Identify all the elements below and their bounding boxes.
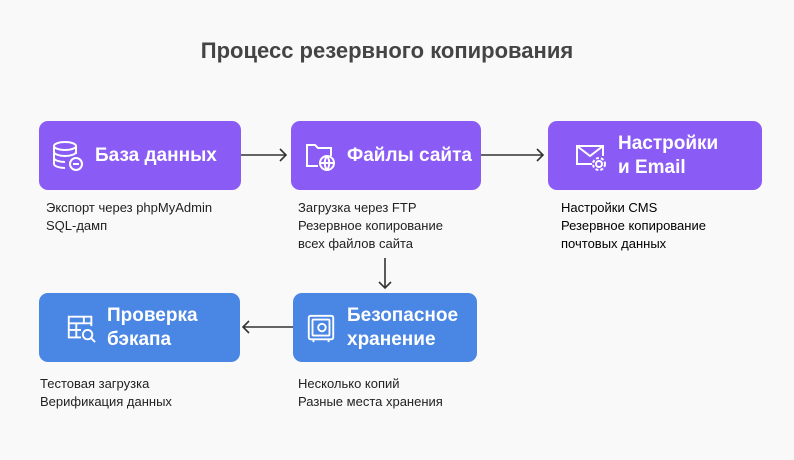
node-database: База данных (39, 121, 241, 190)
node-description: Несколько копий Разные места хранения (298, 375, 443, 411)
arrow-files-to-settings (481, 148, 545, 162)
label-line: Проверка (107, 304, 198, 326)
node-label: Файлы сайта (347, 144, 472, 166)
node-label: База данных (95, 144, 217, 166)
safe-icon (307, 314, 335, 342)
desc-line: Загрузка через FTP (298, 200, 417, 215)
desc-line: Резервное копирование (298, 218, 443, 233)
label-line: бэкапа (107, 328, 172, 350)
desc-line: Верификация данных (40, 394, 172, 409)
table-search-icon (67, 315, 96, 343)
node-description: Настройки CMS Резервное копирование почт… (561, 199, 706, 253)
folder-globe-icon (306, 143, 335, 171)
diagram-title: Процесс резервного копирования (200, 38, 574, 63)
desc-line: почтовых данных (561, 236, 667, 251)
desc-line: Тестовая загрузка (40, 376, 150, 391)
node-description: Экспорт через phpMyAdmin SQL-дамп (46, 199, 212, 235)
desc-line: SQL-дамп (46, 218, 108, 233)
arrow-files-to-storage (378, 258, 392, 290)
label-line: хранение (347, 328, 436, 350)
label-line: Безопасное (347, 304, 459, 326)
desc-line: Разные места хранения (298, 394, 443, 409)
label-line: и Email (618, 156, 686, 178)
arrow-storage-to-check (241, 320, 293, 334)
node-description: Загрузка через FTP Резервное копирование… (298, 199, 443, 253)
desc-line: Несколько копий (298, 376, 400, 391)
node-site-files: Файлы сайта (291, 121, 481, 190)
mail-gear-icon (576, 144, 606, 171)
desc-line: Экспорт через phpMyAdmin (46, 200, 213, 215)
label-line: Настройки (618, 132, 719, 154)
desc-line: Резервное копирование (561, 218, 706, 233)
desc-line: всех файлов сайта (298, 236, 414, 251)
desc-line: Настройки CMS (561, 200, 658, 215)
arrow-db-to-files (241, 148, 288, 162)
database-minus-icon (53, 140, 83, 171)
node-description: Тестовая загрузка Верификация данных (40, 375, 172, 411)
